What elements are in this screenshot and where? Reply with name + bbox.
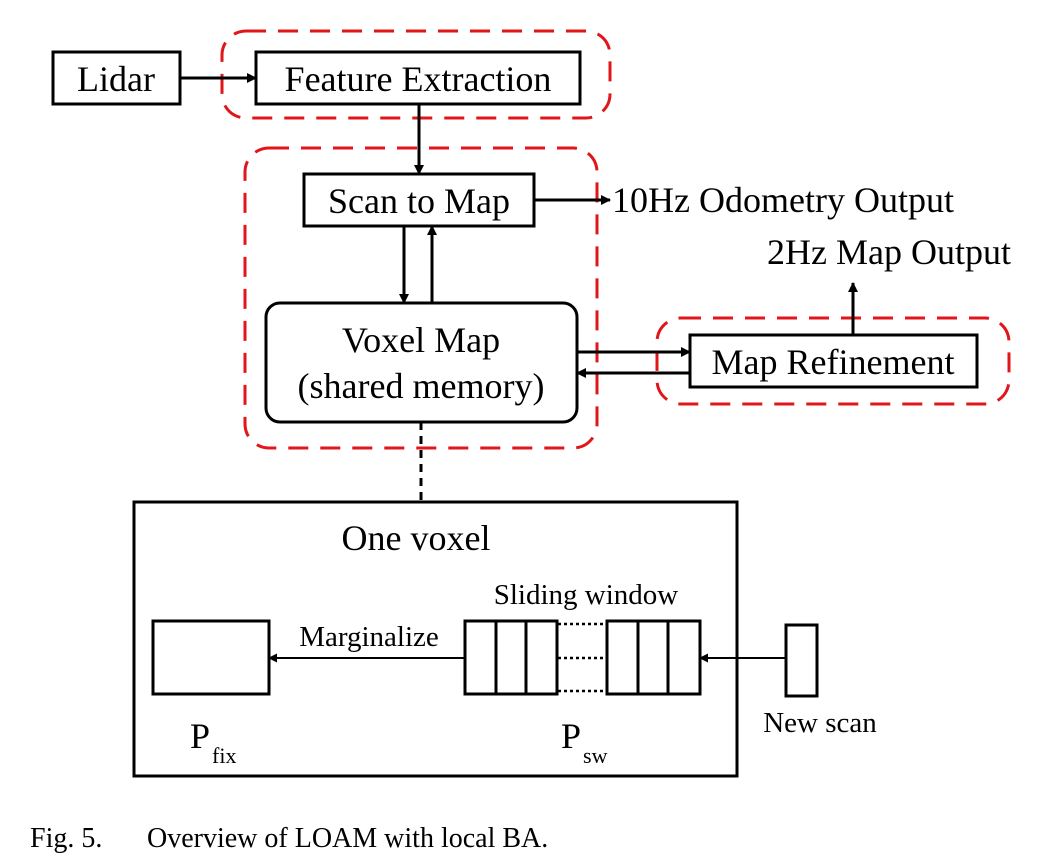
sw-cell [524, 619, 559, 696]
one-voxel-title: One voxel [342, 518, 491, 558]
feature-extraction-module-outline [220, 29, 612, 120]
feature-extraction-box [254, 50, 582, 106]
figure-caption-label: Fig. 5. [30, 823, 102, 854]
sw-cell [463, 619, 498, 696]
new-scan-box [784, 623, 819, 698]
scan-to-map-label: Scan to Map [328, 181, 510, 221]
voxel-map-label: Voxel Map [342, 320, 500, 360]
marginalize-label: Marginalize [299, 621, 439, 653]
new-scan-label: New scan [763, 707, 877, 739]
p-sw-base: P [561, 716, 581, 756]
sw-cell [494, 619, 528, 696]
sw-cell [666, 619, 702, 696]
odometry-output-label: 10Hz Odometry Output [612, 180, 954, 220]
refinement-module-outline [655, 316, 1011, 406]
feature-extraction-label: Feature Extraction [285, 59, 552, 99]
map-refinement-label: Map Refinement [712, 342, 955, 382]
mapping-module-outline [243, 146, 599, 450]
voxel-map-sublabel: (shared memory) [298, 366, 545, 406]
p-fix-base: P [190, 716, 210, 756]
scan-to-map-box [302, 172, 536, 228]
sliding-window-label: Sliding window [494, 579, 679, 611]
map-output-label: 2Hz Map Output [767, 232, 1011, 272]
p-fix-label: Pfix [190, 716, 236, 768]
lidar-box [51, 50, 182, 106]
p-sw-subscript: sw [583, 743, 608, 768]
p-sw-label: Psw [561, 716, 608, 768]
lidar-label: Lidar [77, 59, 155, 99]
map-refinement-box [688, 333, 979, 389]
sw-cell [636, 619, 670, 696]
sw-cell [605, 619, 640, 696]
figure-caption-text: Overview of LOAM with local BA. [147, 823, 548, 854]
p-fix-box [151, 619, 271, 696]
p-fix-subscript: fix [212, 743, 236, 768]
